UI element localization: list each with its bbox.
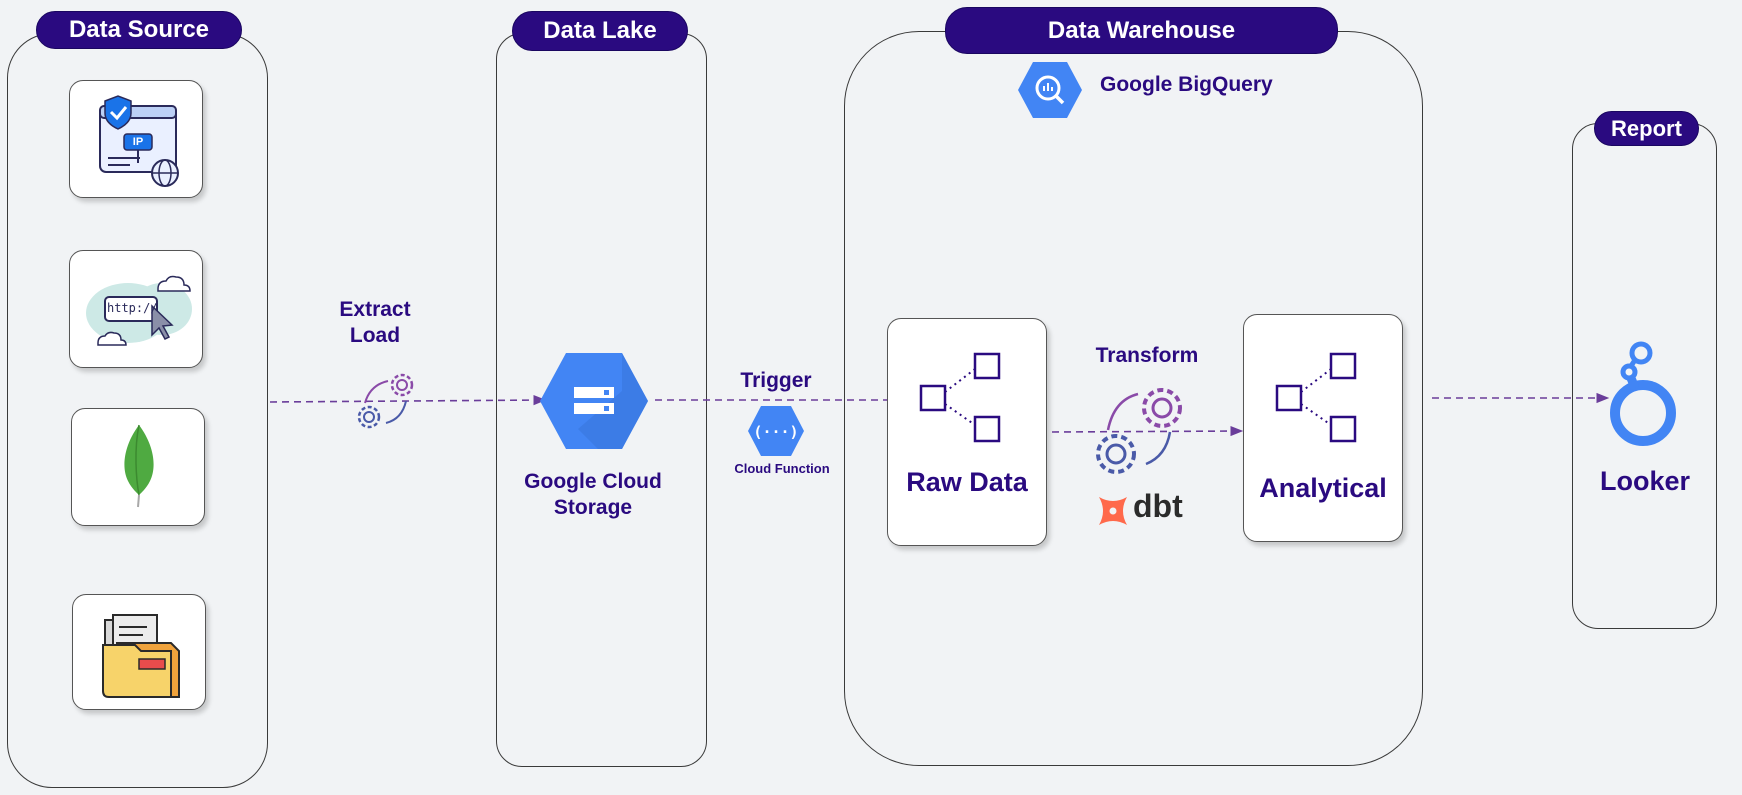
transform-label: Transform bbox=[1095, 344, 1199, 367]
http-text: http:// bbox=[107, 301, 158, 315]
raw-data-label: Raw Data bbox=[906, 467, 1028, 497]
data-lake-header: Data Lake bbox=[512, 11, 688, 51]
data-warehouse-header: Data Warehouse bbox=[945, 7, 1338, 54]
ip-badge-text: IP bbox=[132, 136, 144, 148]
gcs-label-line1: Google Cloud bbox=[524, 470, 662, 493]
report-header: Report bbox=[1594, 111, 1699, 146]
ip-network-icon bbox=[99, 95, 179, 187]
mongodb-leaf-icon bbox=[124, 424, 154, 508]
looker-label: Looker bbox=[1599, 466, 1691, 496]
data-source-header: Data Source bbox=[36, 11, 242, 49]
raw-data-tree-icon bbox=[919, 352, 1001, 443]
web-source-card: http:// bbox=[69, 250, 203, 368]
looker-icon bbox=[1610, 341, 1676, 446]
files-source-card bbox=[72, 594, 206, 710]
trigger-label: Trigger bbox=[740, 369, 812, 392]
mongodb-source-card bbox=[71, 408, 205, 526]
folder-icon bbox=[102, 614, 180, 698]
cloud-function-icon: (···) bbox=[748, 406, 804, 456]
analytical-tree-icon bbox=[1275, 352, 1357, 443]
load-label: Load bbox=[349, 324, 401, 347]
ip-source-card: IP bbox=[69, 80, 203, 198]
bigquery-icon bbox=[1018, 62, 1082, 118]
bigquery-label: Google BigQuery bbox=[1100, 73, 1273, 96]
gcs-label-line2: Storage bbox=[553, 496, 633, 519]
analytical-card: Analytical bbox=[1243, 314, 1403, 542]
extract-load-gears-icon bbox=[357, 373, 414, 429]
google-cloud-storage-icon bbox=[540, 353, 648, 449]
web-cloud-icon bbox=[86, 275, 192, 346]
svg-text:(···): (···) bbox=[753, 423, 798, 441]
analytical-label: Analytical bbox=[1259, 473, 1387, 503]
transform-gears-icon bbox=[1096, 388, 1182, 474]
cloud-function-label: Cloud Function bbox=[734, 461, 830, 476]
dbt-label: dbt bbox=[1133, 488, 1183, 524]
dbt-logo-icon bbox=[1099, 497, 1127, 525]
raw-data-card: Raw Data bbox=[887, 318, 1047, 546]
extract-label: Extract bbox=[339, 298, 411, 321]
